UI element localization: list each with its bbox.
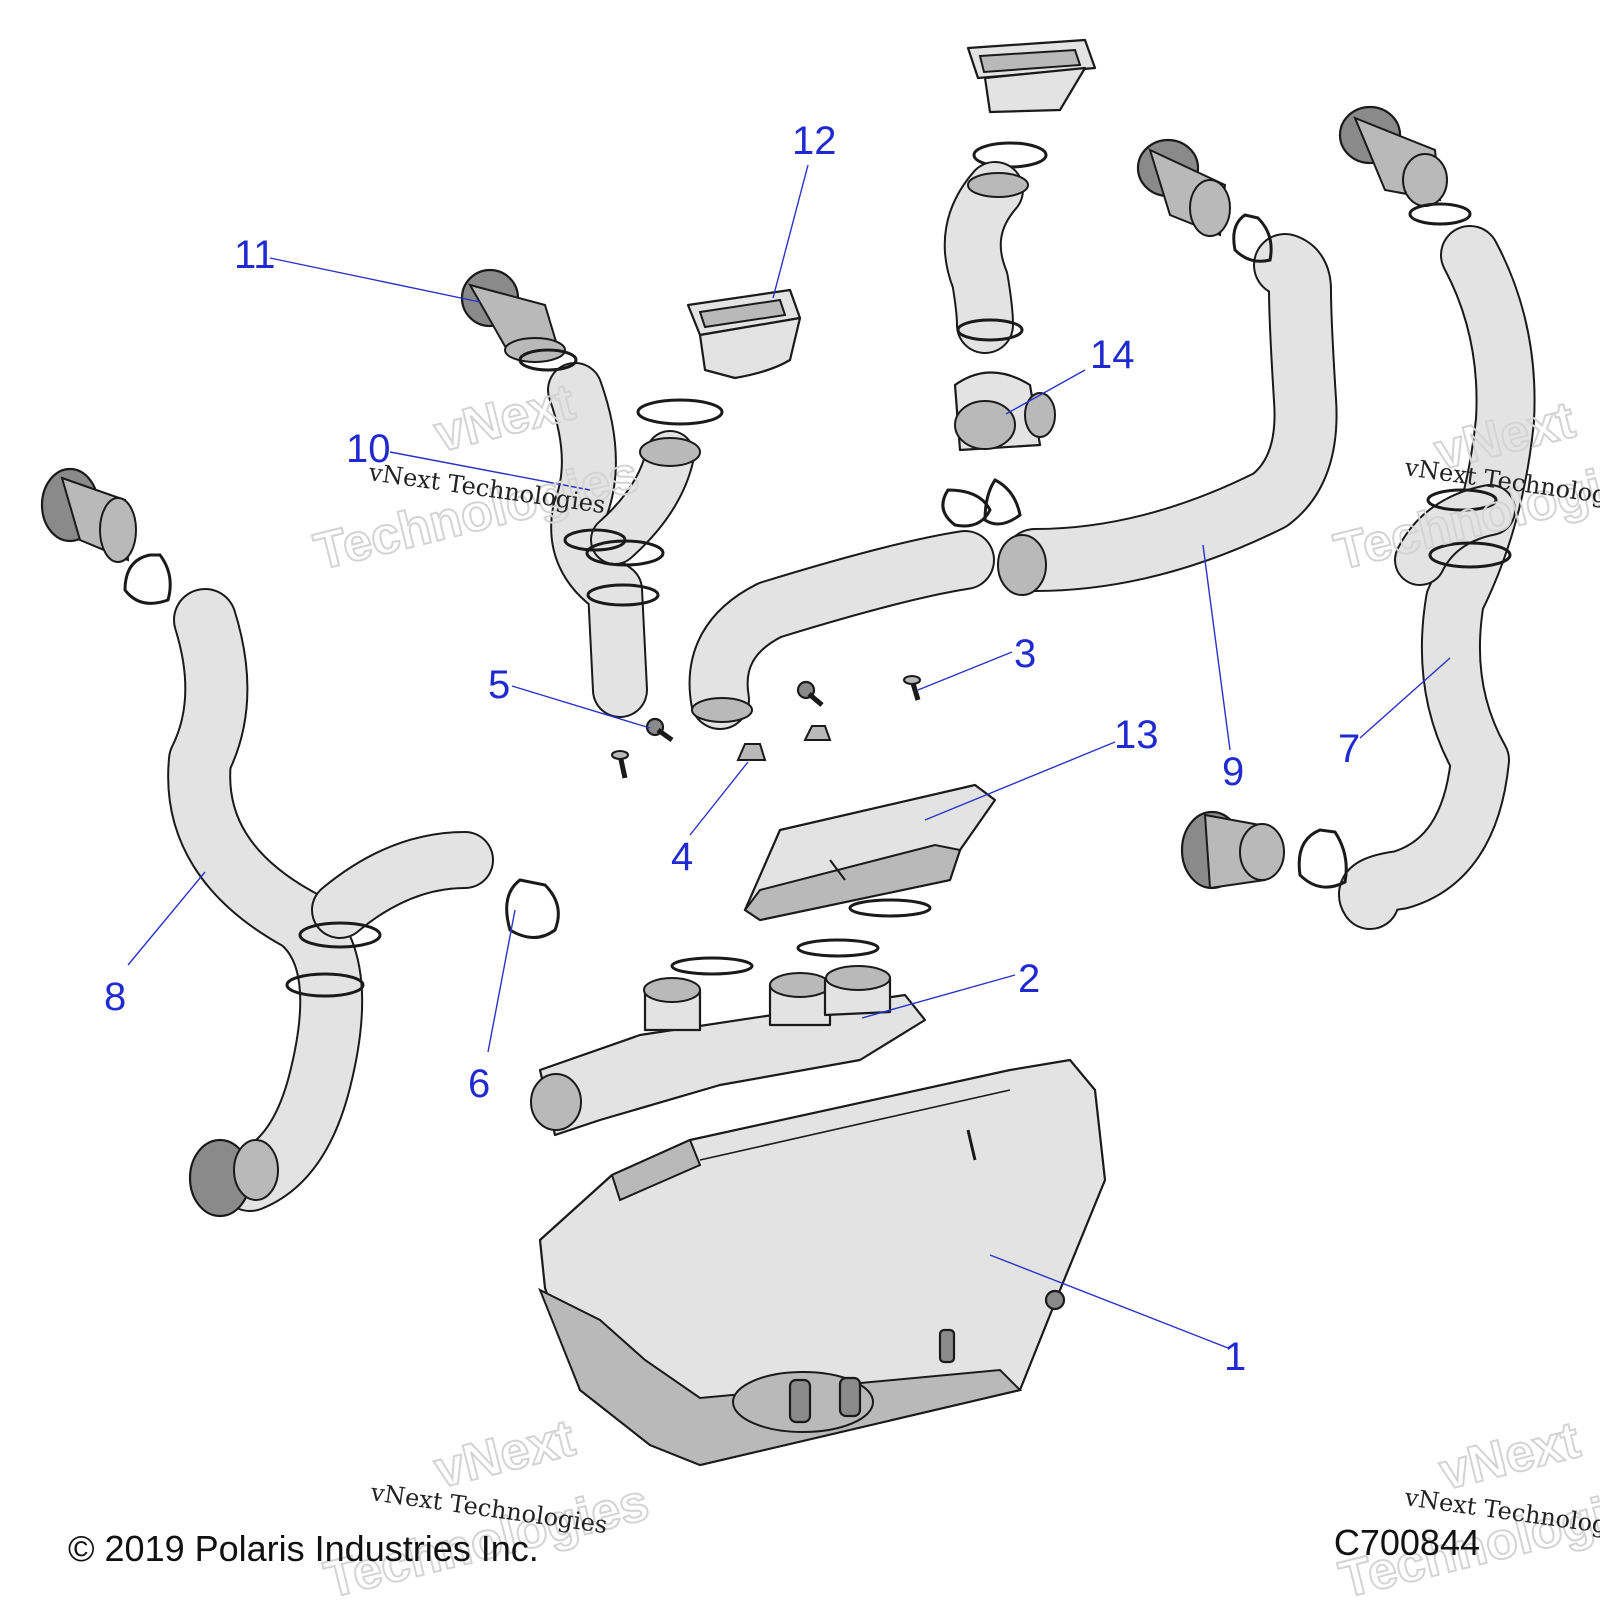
part-12-vent bbox=[686, 288, 802, 380]
watermark-outline-top: vNext bbox=[429, 373, 580, 464]
part-9-duct bbox=[997, 233, 1338, 596]
leader-2 bbox=[861, 974, 1016, 1019]
top-center-vent bbox=[966, 38, 1097, 169]
part-9-top-boot bbox=[1136, 138, 1273, 263]
callout-14: 14 bbox=[1090, 333, 1135, 377]
callout-6: 6 bbox=[468, 1062, 490, 1106]
leader-8 bbox=[127, 871, 206, 966]
diagram-code: C700844 bbox=[1333, 1522, 1480, 1563]
part-5-bolt bbox=[645, 680, 824, 743]
part-14-clamps bbox=[941, 478, 1022, 528]
leader-11 bbox=[269, 257, 481, 303]
callout-11: 11 bbox=[234, 233, 276, 277]
leader-6 bbox=[487, 909, 516, 1053]
part-13-bracket bbox=[743, 783, 997, 922]
housing-hole bbox=[1044, 1289, 1066, 1311]
leader-9 bbox=[1202, 544, 1231, 751]
callout-4: 4 bbox=[671, 835, 693, 879]
leader-1 bbox=[989, 1254, 1229, 1349]
part-2-plenum bbox=[530, 965, 927, 1137]
part-3-screw bbox=[903, 675, 921, 701]
callout-1: 1 bbox=[1224, 1335, 1246, 1379]
callout-12: 12 bbox=[792, 119, 837, 163]
watermark-bottom-center: vNext Technologies vNext Technologies bbox=[318, 1408, 655, 1600]
watermark-outline-top: vNext bbox=[429, 1409, 580, 1500]
top-center-s-duct bbox=[943, 161, 1029, 354]
part-7-lower-boot bbox=[1180, 810, 1348, 890]
callout-2: 2 bbox=[1018, 957, 1040, 1001]
part-10-y-duct bbox=[547, 362, 701, 718]
callout-13: 13 bbox=[1114, 713, 1159, 757]
callout-10: 10 bbox=[346, 427, 391, 471]
callout-8: 8 bbox=[104, 975, 126, 1019]
leader-4 bbox=[689, 761, 749, 836]
housing-fitting bbox=[838, 1376, 862, 1418]
watermark-outline-top: vNext bbox=[1434, 1411, 1585, 1502]
part-3-screw-b bbox=[611, 750, 629, 779]
leader-3 bbox=[917, 651, 1013, 691]
callout-7: 7 bbox=[1338, 727, 1360, 771]
left-duct-clamp bbox=[123, 553, 172, 605]
housing-tab bbox=[966, 1129, 977, 1161]
center-elbow-duct bbox=[688, 530, 995, 730]
callout-3: 3 bbox=[1014, 632, 1036, 676]
part-1-airbox bbox=[538, 1058, 1107, 1467]
callout-9: 9 bbox=[1222, 750, 1244, 794]
plenum-inlet bbox=[530, 1073, 582, 1131]
bracket-clamps bbox=[670, 898, 932, 976]
copyright-notice: © 2019 Polaris Industries Inc. bbox=[68, 1528, 539, 1569]
part-7-right-duct bbox=[1338, 225, 1536, 930]
leader-10 bbox=[389, 451, 591, 491]
part-14-tee bbox=[953, 371, 1056, 452]
callout-5: 5 bbox=[488, 663, 510, 707]
part-12-clamp bbox=[636, 398, 724, 426]
callout-labels: 1 2 3 4 5 6 7 8 9 10 11 12 13 14 bbox=[104, 119, 1360, 1379]
part-8-left-y-duct bbox=[167, 588, 494, 1218]
leader-7 bbox=[1359, 657, 1451, 739]
leader-5 bbox=[511, 685, 651, 729]
part-6-clamp bbox=[505, 878, 560, 939]
part-4-clip bbox=[736, 725, 832, 761]
part-11-top-boot bbox=[460, 268, 578, 372]
housing-bolt bbox=[938, 1328, 956, 1364]
leader-13 bbox=[924, 741, 1116, 821]
leader-12 bbox=[772, 164, 809, 299]
watermark-bottom-right: vNext Technologies vNext Technologies bbox=[1333, 1410, 1600, 1600]
housing-fitting bbox=[788, 1378, 812, 1424]
leader-14 bbox=[1005, 369, 1086, 415]
leader-lines bbox=[127, 164, 1451, 1349]
part-7-top-boot bbox=[1338, 105, 1472, 226]
left-duct-top-boot bbox=[40, 467, 137, 563]
left-duct-bottom-fitting bbox=[188, 1138, 279, 1218]
